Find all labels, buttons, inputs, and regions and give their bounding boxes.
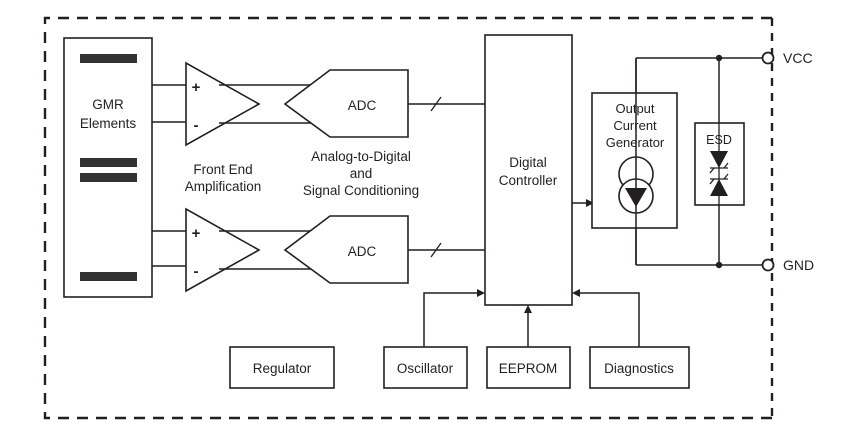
bus-slash-top	[430, 96, 442, 112]
digital-controller-block[interactable]	[484, 34, 573, 306]
esd-zener-upper-tick-left	[709, 167, 715, 174]
gmr-bar-4	[80, 272, 137, 281]
amp-top-plus-sign: +	[192, 79, 201, 96]
oscillator-block[interactable]	[383, 346, 468, 389]
front-end-caption-line1: Front End	[193, 162, 252, 177]
gmr-label-line2: Elements	[80, 116, 137, 131]
front-end-amplifier-top[interactable]	[185, 61, 261, 147]
arrowhead-oscillator-to-controller	[477, 289, 485, 297]
esd-zener-upper-triangle	[710, 151, 728, 168]
oscillator-label: Oscillator	[397, 361, 454, 376]
gmr-bar-1	[80, 54, 137, 63]
gnd-terminal-label: GND	[783, 257, 814, 273]
bus-slash-bottom	[430, 242, 442, 258]
esd-zener-lower-tick-left	[709, 178, 715, 185]
ocg-line1: Output	[615, 101, 654, 116]
front-end-amplifier-bottom[interactable]	[185, 207, 261, 293]
amp-bottom-minus-sign: -	[194, 263, 199, 280]
eeprom-label: EEPROM	[499, 361, 558, 376]
wire-diagnostics-to-controller	[580, 292, 640, 347]
digital-controller-line1: Digital	[509, 155, 547, 170]
arrowhead-diagnostics-to-controller	[572, 289, 580, 297]
gmr-elements-block[interactable]	[63, 37, 153, 298]
front-end-caption-line2: Amplification	[185, 179, 262, 194]
arrowhead-controller-to-ocg	[586, 199, 594, 207]
current-direction-triangle	[625, 188, 647, 207]
adc-block-bottom[interactable]	[283, 215, 409, 284]
junction-dot-vcc-esd	[715, 54, 723, 62]
esd-zener-lower-triangle	[710, 179, 728, 196]
diagnostics-label: Diagnostics	[604, 361, 674, 376]
adc-block-top[interactable]	[283, 69, 409, 138]
vcc-terminal-node[interactable]	[761, 51, 775, 65]
adc-caption-line3: Signal Conditioning	[303, 183, 419, 198]
esd-zener-upper-tick-right	[723, 162, 729, 169]
vcc-terminal-label: VCC	[783, 50, 813, 66]
regulator-label: Regulator	[253, 361, 312, 376]
digital-controller-line2: Controller	[499, 173, 558, 188]
adc-caption-line1: Analog-to-Digital	[311, 149, 411, 164]
gnd-terminal-node[interactable]	[761, 258, 775, 272]
gmr-bar-3	[80, 173, 137, 182]
wire-oscillator-to-controller	[423, 292, 477, 347]
gmr-label-line1: GMR	[92, 97, 124, 112]
adc-caption-line2: and	[350, 166, 373, 181]
amp-top-minus-sign: -	[194, 117, 199, 134]
arrowhead-eeprom-to-controller	[524, 305, 532, 313]
junction-dot-gnd-esd	[715, 261, 723, 269]
ocg-line2: Current	[613, 118, 657, 133]
ic-boundary-dashed	[43, 16, 772, 420]
esd-zener-lower-tick-right	[723, 173, 729, 180]
amp-bottom-plus-sign: +	[192, 225, 201, 242]
gmr-bar-2	[80, 158, 137, 167]
adc-bottom-label: ADC	[348, 244, 377, 259]
adc-top-label: ADC	[348, 98, 377, 113]
regulator-block[interactable]	[229, 346, 335, 389]
